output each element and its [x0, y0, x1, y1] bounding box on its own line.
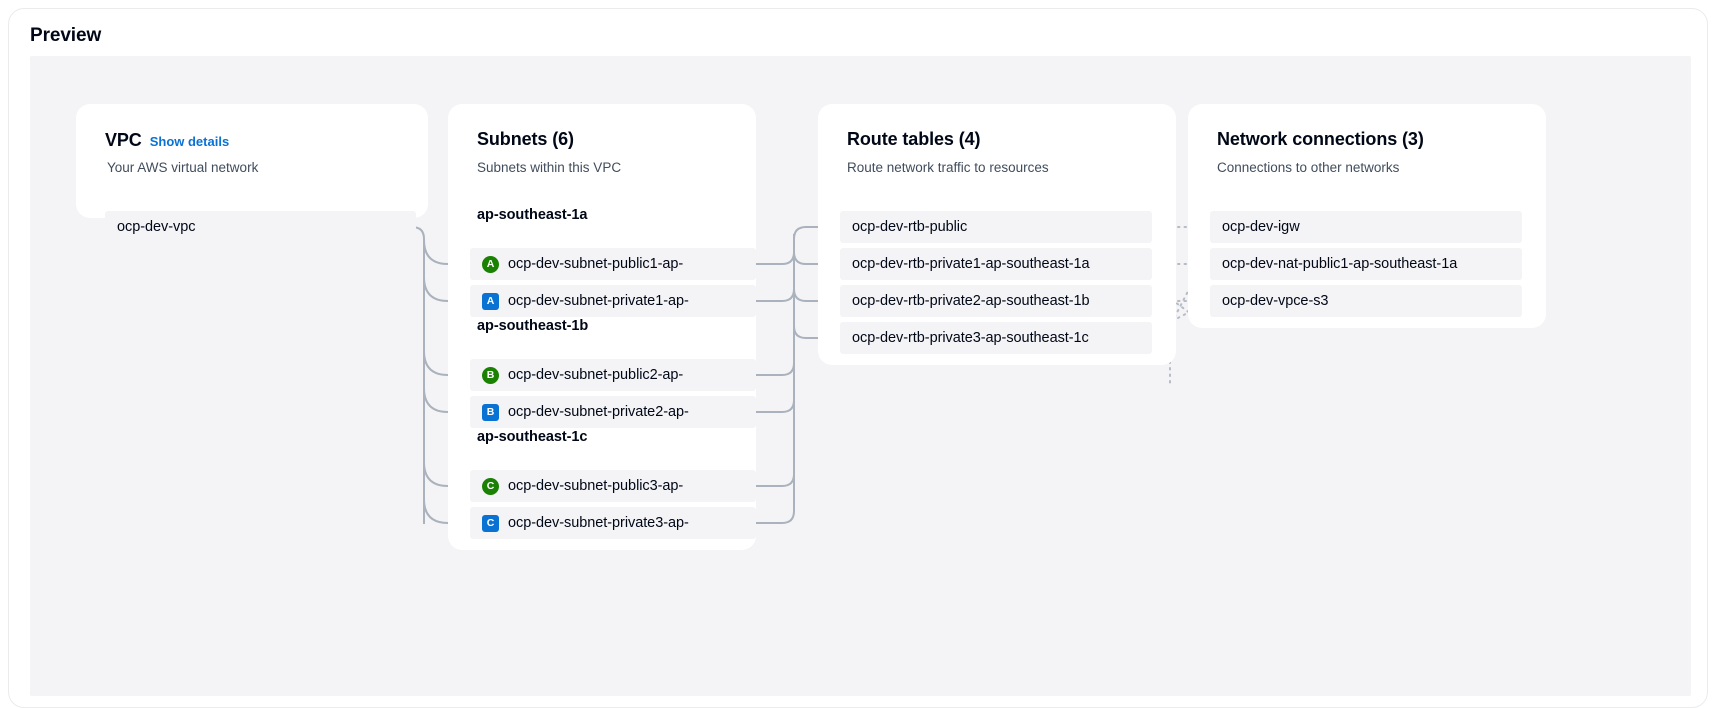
show-details-link[interactable]: Show details	[149, 134, 230, 149]
subnets-card-title: Subnets (6)	[477, 129, 574, 149]
route-tables-card-subtitle: Route network traffic to resources	[847, 160, 1049, 175]
route-table-row-private3[interactable]: ocp-dev-rtb-private3-ap-southeast-1c	[840, 322, 1152, 354]
subnet-row-label: ocp-dev-subnet-public1-ap-	[508, 256, 684, 272]
subnet-row-private3[interactable]: C ocp-dev-subnet-private3-ap-	[470, 507, 756, 539]
subnets-card-subtitle: Subnets within this VPC	[477, 160, 622, 175]
az-header-1a: ap-southeast-1a	[477, 207, 588, 223]
route-table-row-label: ocp-dev-rtb-public	[852, 219, 968, 235]
subnet-az-badge-icon: A	[482, 255, 499, 273]
wire-subnet-3-out	[756, 234, 795, 376]
vpc-row-label: ocp-dev-vpc	[117, 219, 196, 235]
route-table-row-private1[interactable]: ocp-dev-rtb-private1-ap-southeast-1a	[840, 248, 1152, 280]
subnet-az-badge-icon: B	[482, 403, 499, 421]
subnet-row-label: ocp-dev-subnet-private3-ap-	[508, 515, 689, 531]
diagram-canvas: VPC Show details Your AWS virtual network…	[30, 56, 1691, 696]
wire-subnet-4-out	[756, 234, 795, 413]
network-connection-row-igw[interactable]: ocp-dev-igw	[1210, 211, 1522, 243]
subnet-row-label: ocp-dev-subnet-private2-ap-	[508, 404, 689, 420]
vpc-title-text: VPC	[105, 130, 142, 150]
wire-vpc-trunk	[386, 226, 425, 524]
network-connection-row-vpce[interactable]: ocp-dev-vpce-s3	[1210, 285, 1522, 317]
network-connections-card-subtitle: Connections to other networks	[1217, 160, 1400, 175]
subnet-row-public2[interactable]: B ocp-dev-subnet-public2-ap-	[470, 359, 756, 391]
subnet-row-label: ocp-dev-subnet-public3-ap-	[508, 478, 684, 494]
subnet-row-private2[interactable]: B ocp-dev-subnet-private2-ap-	[470, 396, 756, 428]
wire-subnet-6-out	[756, 234, 795, 524]
subnet-az-badge-icon: B	[482, 366, 499, 384]
subnet-az-badge-icon: A	[482, 292, 499, 310]
network-connection-row-label: ocp-dev-vpce-s3	[1222, 293, 1329, 309]
subnet-row-label: ocp-dev-subnet-public2-ap-	[508, 367, 684, 383]
network-connection-row-label: ocp-dev-igw	[1222, 219, 1300, 235]
subnet-row-public1[interactable]: A ocp-dev-subnet-public1-ap-	[470, 248, 756, 280]
network-connections-card-title: Network connections (3)	[1217, 129, 1424, 149]
route-tables-card: Route tables (4) Route network traffic t…	[818, 104, 1176, 365]
subnet-row-label: ocp-dev-subnet-private1-ap-	[508, 293, 689, 309]
subnet-row-private1[interactable]: A ocp-dev-subnet-private1-ap-	[470, 285, 756, 317]
wire-subnet-2-out	[756, 234, 795, 302]
az-header-1c: ap-southeast-1c	[477, 429, 588, 445]
preview-panel: Preview	[8, 8, 1708, 708]
page-title: Preview	[30, 25, 102, 46]
subnet-az-badge-icon: C	[482, 477, 499, 495]
subnet-az-badge-icon: C	[482, 514, 499, 532]
route-tables-card-title: Route tables (4)	[847, 129, 981, 149]
vpc-card-title: VPC Show details	[105, 130, 229, 151]
network-connection-row-nat[interactable]: ocp-dev-nat-public1-ap-southeast-1a	[1210, 248, 1522, 280]
subnet-row-public3[interactable]: C ocp-dev-subnet-public3-ap-	[470, 470, 756, 502]
route-table-row-public[interactable]: ocp-dev-rtb-public	[840, 211, 1152, 243]
vpc-card-subtitle: Your AWS virtual network	[107, 160, 259, 175]
route-table-row-label: ocp-dev-rtb-private1-ap-southeast-1a	[852, 256, 1090, 272]
subnets-card: Subnets (6) Subnets within this VPC ap-s…	[448, 104, 756, 550]
az-header-1b: ap-southeast-1b	[477, 318, 589, 334]
vpc-row[interactable]: ocp-dev-vpc	[105, 211, 416, 243]
wire-subnet-1-out	[756, 234, 795, 265]
vpc-card: VPC Show details Your AWS virtual network…	[76, 104, 428, 243]
route-table-row-label: ocp-dev-rtb-private3-ap-southeast-1c	[852, 330, 1089, 346]
network-connections-card: Network connections (3) Connections to o…	[1188, 104, 1546, 328]
wire-subnet-5-out	[756, 234, 795, 487]
route-table-row-private2[interactable]: ocp-dev-rtb-private2-ap-southeast-1b	[840, 285, 1152, 317]
network-connection-row-label: ocp-dev-nat-public1-ap-southeast-1a	[1222, 256, 1458, 272]
route-table-row-label: ocp-dev-rtb-private2-ap-southeast-1b	[852, 293, 1090, 309]
